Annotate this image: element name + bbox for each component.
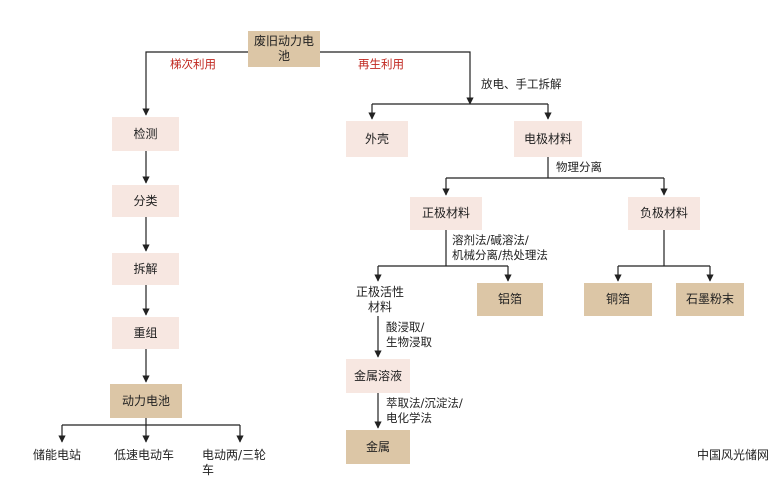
node-storage-station: 储能电站 [33, 448, 82, 462]
node-label: 石墨粉末 [685, 292, 734, 306]
node-aluminum-foil: 铝箔 [477, 283, 543, 316]
node-label: 正极材料 [421, 206, 470, 220]
edge-label-solvent-2: 机械分离/热处理法 [452, 248, 548, 262]
node-low-speed-ev: 低速电动车 [114, 448, 175, 462]
node-shell: 外壳 [346, 121, 408, 157]
node-two-three-wheeler: 电动两/三轮车 [202, 448, 267, 477]
node-sort: 分类 [112, 185, 179, 217]
node-label: 铜箔 [605, 292, 630, 306]
node-label: 废旧动力电池 [254, 34, 315, 63]
node-label: 外壳 [364, 131, 389, 146]
arrow-root-to-recycle [320, 51, 474, 105]
node-detect: 检测 [112, 117, 179, 151]
node-label: 重组 [133, 325, 158, 340]
node-label: 分类 [133, 193, 158, 208]
edge-label-cascade: 梯次利用 [170, 57, 216, 71]
node-label: 铝箔 [497, 292, 522, 306]
edge-label-extract-1: 萃取法/沉淀法/ [386, 396, 463, 410]
node-label: 电极材料 [523, 131, 572, 146]
edge-label-physical-separation: 物理分离 [556, 160, 602, 174]
node-label: 检测 [133, 126, 158, 141]
edge-label-discharge: 放电、手工拆解 [481, 77, 562, 91]
watermark: 中国风光储网 [697, 448, 770, 462]
node-cathode: 正极材料 [410, 197, 482, 230]
node-cathode-active: 正极活性材料 [344, 283, 416, 316]
node-power-battery: 动力电池 [110, 384, 182, 418]
node-metal-solution: 金属溶液 [346, 359, 410, 393]
node-waste-battery: 废旧动力电池 [248, 31, 320, 67]
node-disassemble: 拆解 [112, 253, 179, 285]
node-label: 正极活性材料 [355, 284, 404, 314]
edge-label-solvent-1: 溶剂法/碱溶法/ [452, 233, 529, 247]
node-copper-foil: 铜箔 [584, 283, 652, 316]
edge-label-recycle: 再生利用 [358, 57, 404, 71]
node-graphite: 石墨粉末 [676, 283, 744, 316]
node-label: 负极材料 [639, 206, 688, 220]
node-anode: 负极材料 [628, 197, 700, 230]
node-electrode: 电极材料 [514, 121, 582, 157]
arrow-root-to-detect [142, 51, 248, 116]
node-label: 金属溶液 [353, 368, 402, 383]
node-metal: 金属 [346, 430, 410, 464]
node-label: 动力电池 [121, 393, 170, 408]
node-label: 金属 [365, 439, 390, 454]
edge-label-leach-2: 生物浸取 [386, 335, 432, 349]
node-reassemble: 重组 [112, 317, 179, 349]
edge-label-leach-1: 酸浸取/ [386, 320, 425, 334]
edge-label-extract-2: 电化学法 [386, 411, 432, 425]
node-label: 拆解 [133, 261, 158, 276]
